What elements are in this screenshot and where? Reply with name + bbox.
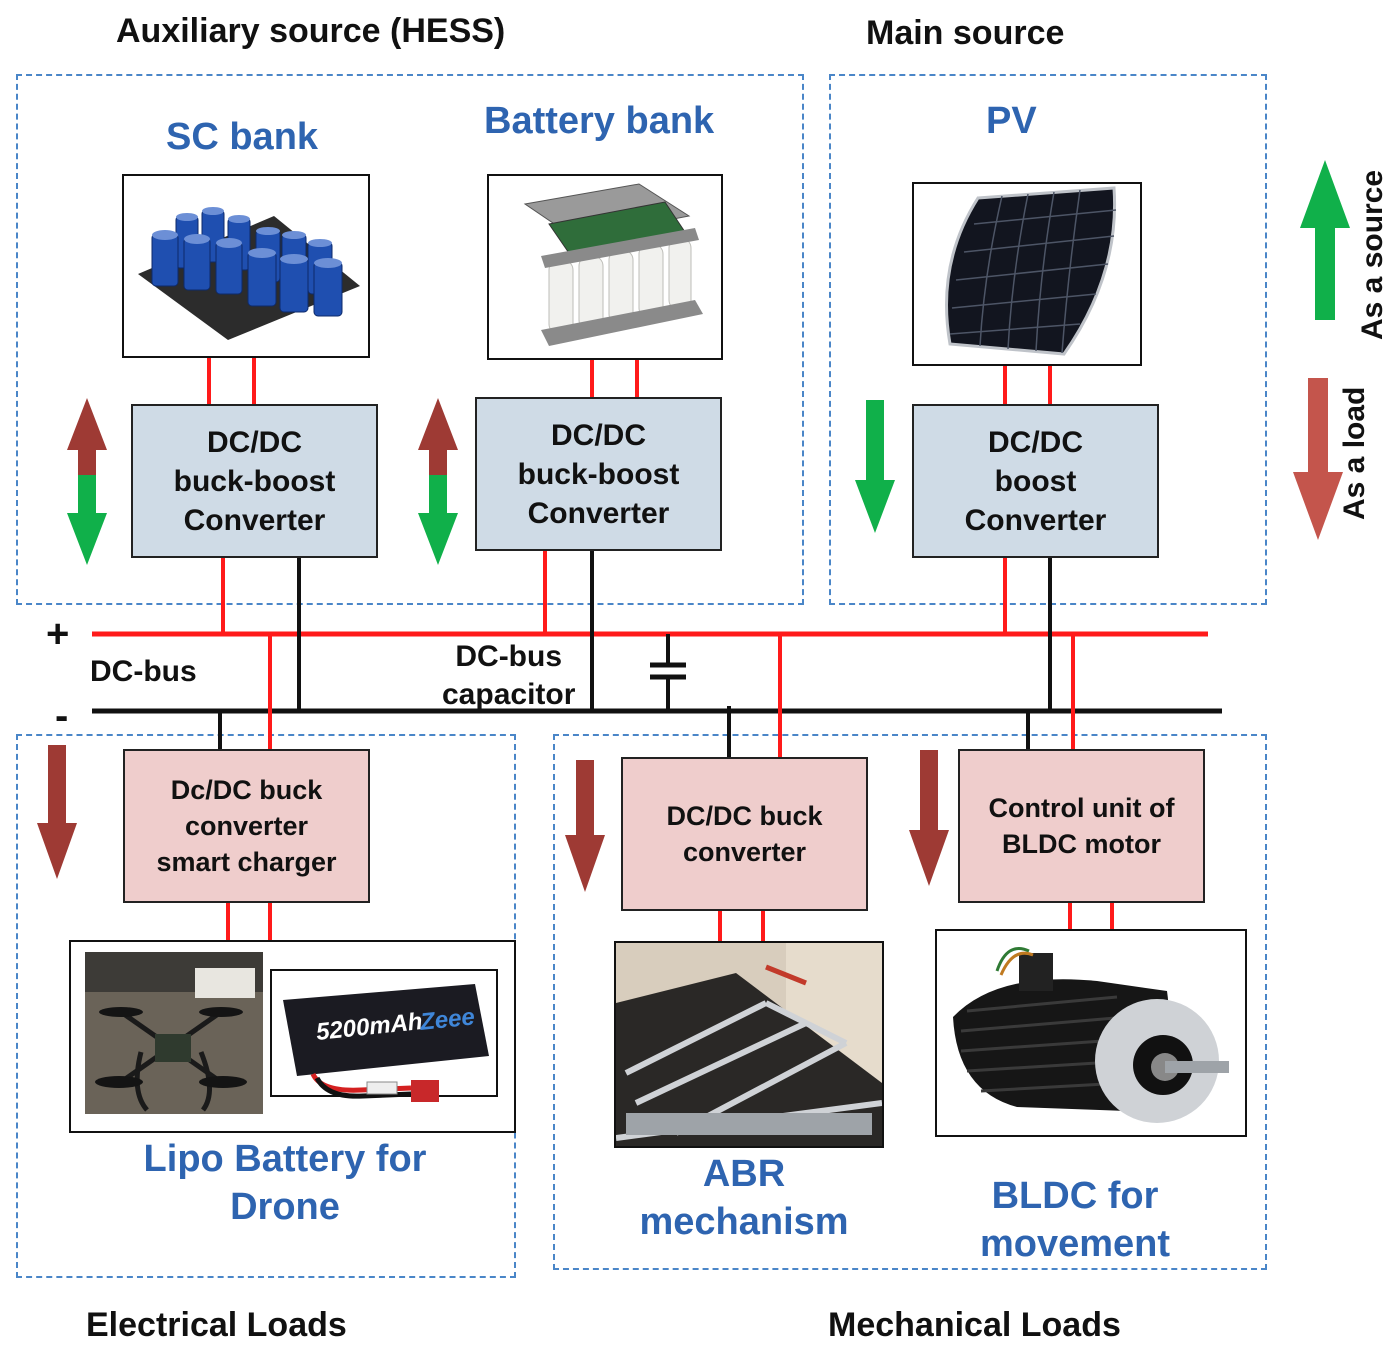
as-a-load-label: As a load	[1338, 386, 1371, 520]
mechanical-loads-title: Mechanical Loads	[828, 1306, 1121, 1344]
abr-mechanism-image	[614, 941, 884, 1148]
abr-label-line1: ABR	[702, 1153, 786, 1195]
dc-bus-label: DC-bus	[90, 655, 197, 688]
charger-load-arrow	[37, 745, 77, 879]
positive-sign: +	[46, 612, 70, 656]
as-a-source-label: As a source	[1356, 169, 1389, 340]
lipo-brand-text: Zeee	[418, 1003, 476, 1036]
source-legend-arrow	[1300, 160, 1350, 320]
mechanical-loads-region	[553, 734, 1267, 1270]
negative-sign: -	[55, 694, 69, 738]
sc-bank-image	[122, 174, 370, 358]
lipo-battery-label: Lipo Battery for Drone	[90, 1135, 480, 1231]
pv-boost-converter: DC/DC boost Converter	[912, 404, 1159, 558]
bldc-movement-label: BLDC for movement	[950, 1172, 1200, 1268]
pv-source-arrow	[855, 400, 895, 533]
sc-bank-label: SC bank	[166, 116, 319, 158]
sc-buck-boost-converter: DC/DC buck-boost Converter	[131, 404, 378, 558]
auxiliary-source-region	[16, 74, 804, 605]
bldc-load-arrow	[909, 750, 949, 886]
battery-bank-label: Battery bank	[484, 100, 715, 142]
smart-charger-converter: Dc/DC buck converter smart charger	[123, 749, 370, 903]
dc-bus-capacitor	[650, 634, 686, 711]
abr-mechanism-label: ABR mechanism	[614, 1150, 874, 1246]
sc-bidirectional-arrow	[67, 398, 107, 565]
bldc-label-line2: movement	[979, 1223, 1171, 1265]
battery-bank-image	[487, 174, 723, 360]
auxiliary-source-title: Auxiliary source (HESS)	[116, 12, 506, 50]
capacitor-label-line1: DC-bus	[455, 640, 563, 673]
electrical-loads-title: Electrical Loads	[86, 1306, 347, 1344]
battery-bidirectional-arrow	[418, 398, 458, 565]
dc-bus-capacitor-label: DC-bus capacitor	[442, 638, 575, 714]
lipo-drone-image: 5200mAh Zeee	[69, 940, 516, 1133]
abr-load-arrow	[565, 760, 605, 892]
load-legend-arrow	[1293, 378, 1343, 540]
battery-buck-boost-converter: DC/DC buck-boost Converter	[475, 397, 722, 551]
pv-panel-image	[912, 182, 1142, 366]
bldc-label-line1: BLDC for	[991, 1175, 1159, 1217]
abr-buck-converter: DC/DC buck converter	[621, 757, 868, 911]
abr-label-line2: mechanism	[639, 1201, 849, 1243]
bldc-control-unit: Control unit of BLDC motor	[958, 749, 1205, 903]
pv-label: PV	[986, 100, 1037, 142]
lipo-label-line1: Lipo Battery for	[143, 1138, 427, 1180]
main-source-title: Main source	[866, 14, 1065, 52]
capacitor-label-line2: capacitor	[442, 678, 576, 711]
lipo-label-line2: Drone	[230, 1186, 340, 1228]
bldc-motor-image	[935, 929, 1247, 1137]
